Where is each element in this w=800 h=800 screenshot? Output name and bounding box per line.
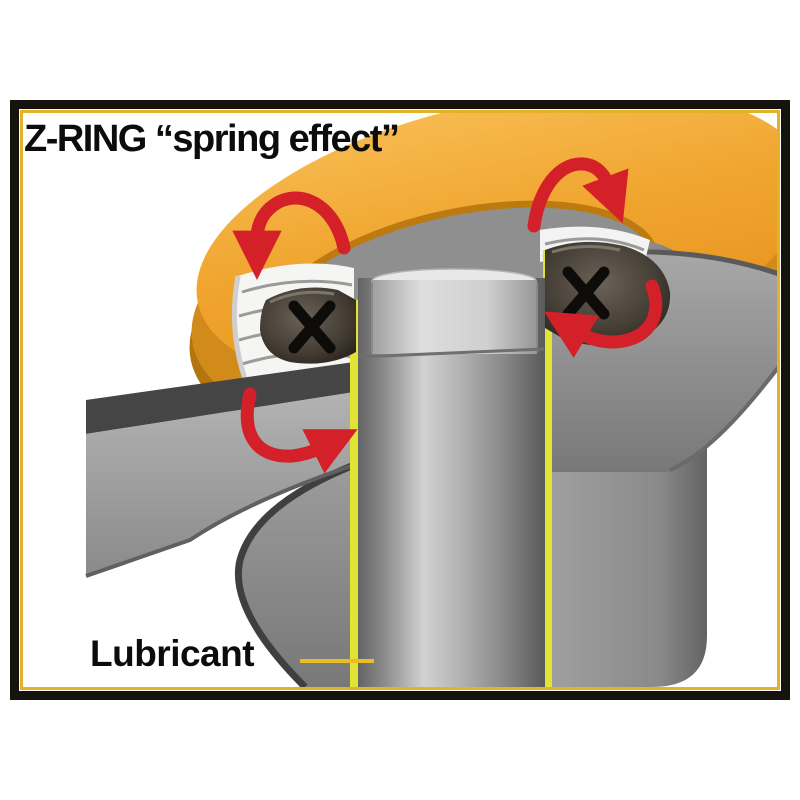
- shaft-sleeve: [372, 280, 537, 354]
- artwork: [85, 113, 777, 687]
- thread-line: [241, 279, 353, 294]
- flange-left-face: [86, 392, 354, 576]
- seal-right-highlight: [551, 244, 621, 254]
- shaft-step-line: [358, 347, 545, 359]
- x-groove-line: [562, 266, 610, 320]
- page-title: Z-RING “spring effect”: [24, 118, 398, 160]
- spring-arrows: [232, 157, 663, 474]
- flange-left-face-edge: [85, 463, 355, 578]
- shaft: [358, 278, 545, 687]
- x-ring-groove-right: [562, 266, 610, 320]
- bushing-left-shade: [231, 275, 249, 383]
- seal-left-highlight: [269, 290, 335, 304]
- lubricant-film-left: [350, 298, 358, 687]
- spring-arrow-top-right: [527, 157, 629, 233]
- flange-right-crease: [669, 365, 777, 472]
- flange-left-bell-edge: [234, 461, 356, 687]
- lubricant-label: Lubricant: [90, 633, 254, 674]
- thread-line: [544, 237, 645, 252]
- frame-inner-line: [20, 110, 780, 690]
- x-ring-groove-left: [288, 300, 336, 354]
- spring-arrow-top-left: [232, 191, 351, 280]
- spring-arrow-left: [240, 387, 358, 474]
- spring-arrow-right: [543, 279, 663, 358]
- frame-border: [10, 100, 790, 700]
- x-groove-line: [288, 300, 336, 354]
- flange-left-top: [86, 362, 354, 434]
- lubricant-film-right: [543, 250, 552, 687]
